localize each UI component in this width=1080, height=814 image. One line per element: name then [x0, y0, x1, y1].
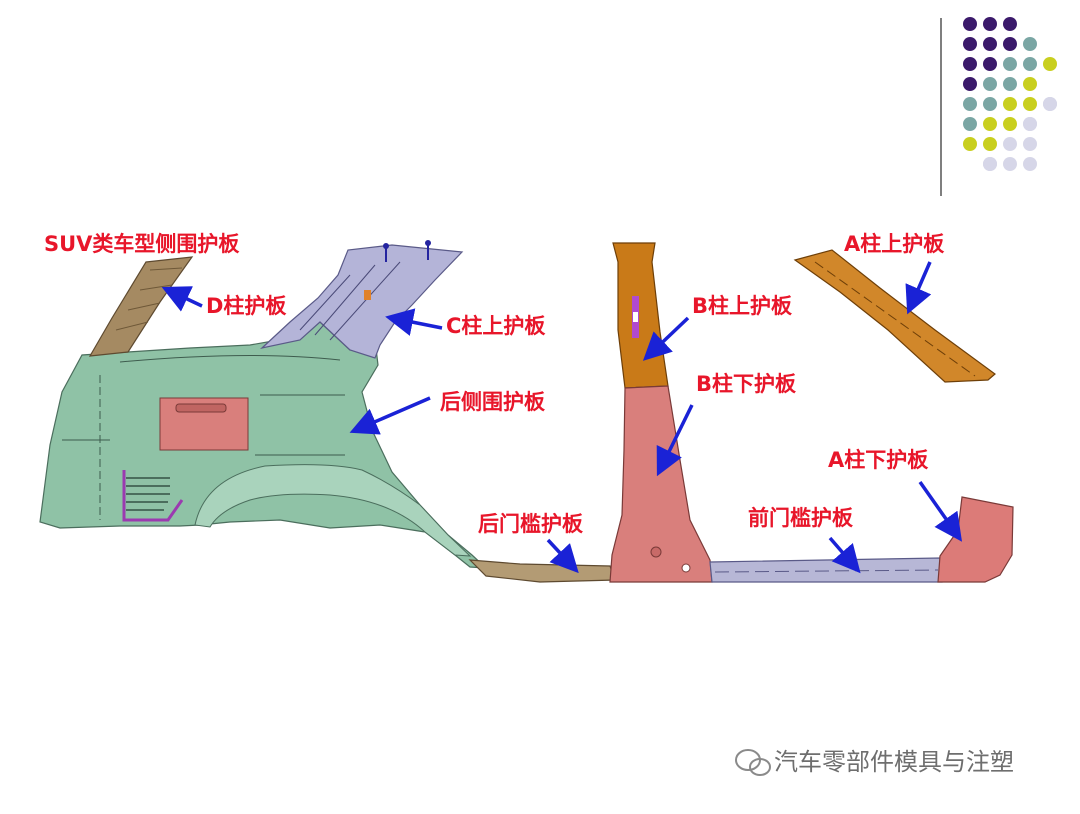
- c-pillar-orange-clip: [364, 290, 371, 300]
- label-front-sill: 前门槛护板: [748, 506, 853, 530]
- storage-handle: [175, 403, 227, 413]
- decorative-dot: [963, 17, 977, 31]
- label-b-pillar-upper: B柱上护板: [692, 294, 793, 318]
- decorative-dot: [983, 77, 997, 91]
- b-pillar-upper-trim-shape: [612, 242, 669, 389]
- arrow-a-pillar-lower: [918, 480, 963, 542]
- c-pillar-clip-1: [383, 243, 389, 249]
- decorative-dot: [983, 17, 997, 31]
- decorative-dot: [1043, 57, 1057, 71]
- arrow-front-sill: [828, 536, 861, 574]
- decorative-dot: [1003, 17, 1017, 31]
- arrow-rear-sill: [546, 538, 579, 574]
- d-pillar-ribs: [115, 267, 183, 331]
- decorative-dot: [963, 77, 977, 91]
- grille-trim-purple: [122, 470, 184, 522]
- arrow-rear-quarter: [349, 396, 431, 435]
- arrow-b-pillar-upper: [642, 316, 690, 361]
- label-b-pillar-lower: B柱下护板: [696, 372, 797, 396]
- decorative-dot: [1023, 117, 1037, 131]
- rear-sill-trim-shape: [468, 559, 616, 583]
- decorative-dot: [983, 37, 997, 51]
- d-pillar-trim-shape: [88, 256, 194, 357]
- decorative-dot: [963, 137, 977, 151]
- a-pillar-upper-detail: [814, 261, 976, 377]
- decorative-dot: [1023, 157, 1037, 171]
- decorative-dot: [963, 37, 977, 51]
- label-d-pillar: D柱护板: [206, 294, 287, 318]
- arrow-d-pillar: [161, 286, 203, 312]
- decorative-dot: [1003, 57, 1017, 71]
- decorative-dot: [983, 97, 997, 111]
- decorative-dot: [983, 157, 997, 171]
- front-sill-detail: [714, 569, 939, 573]
- callout-arrows: [161, 261, 963, 574]
- b-pillar-hole: [681, 563, 691, 573]
- decorative-dot: [1023, 97, 1037, 111]
- decorative-dot: [963, 117, 977, 131]
- b-pillar-hole-2: [650, 546, 662, 558]
- decorative-dot: [1023, 77, 1037, 91]
- decorative-dot: [1003, 77, 1017, 91]
- label-a-pillar-lower: A柱下护板: [828, 448, 929, 472]
- a-pillar-upper-trim-shape: [793, 249, 996, 383]
- arrow-c-pillar: [385, 308, 443, 336]
- decorative-dot: [963, 57, 977, 71]
- decorative-dot: [1003, 97, 1017, 111]
- rear-quarter-trim-shape: [39, 321, 488, 569]
- decorative-dot: [1003, 157, 1017, 171]
- label-rear-quarter: 后侧围护板: [440, 390, 545, 414]
- label-suv-side-panel: SUV类车型侧围护板: [44, 232, 240, 256]
- c-pillar-details: [299, 261, 401, 341]
- label-rear-sill: 后门槛护板: [478, 512, 583, 536]
- wechat-icon: [735, 749, 771, 776]
- b-pillar-white-slot: [633, 312, 638, 322]
- label-c-pillar-upper: C柱上护板: [446, 314, 546, 338]
- speaker-grille: [126, 477, 170, 511]
- arrow-b-pillar-lower: [656, 404, 694, 477]
- decorative-dot: [1023, 37, 1037, 51]
- watermark-text: 汽车零部件模具与注塑: [774, 748, 1014, 776]
- wheel-arch-shape: [194, 464, 472, 557]
- decorative-dot: [983, 57, 997, 71]
- c-pillar-clip-2: [425, 240, 431, 246]
- decorative-dot: [1023, 137, 1037, 151]
- decorative-dot: [963, 97, 977, 111]
- decorative-dot: [983, 117, 997, 131]
- decorative-dot: [1003, 37, 1017, 51]
- arrow-a-pillar-upper: [905, 261, 932, 315]
- a-pillar-lower-trim-shape: [937, 496, 1014, 583]
- rear-quarter-details: [62, 354, 345, 520]
- decorative-dot: [1023, 57, 1037, 71]
- decorative-dot: [1003, 137, 1017, 151]
- decorative-dot-grid: [963, 17, 1057, 171]
- decorative-dot: [1003, 117, 1017, 131]
- c-pillar-upper-trim-shape: [260, 244, 464, 359]
- decorative-dot: [983, 137, 997, 151]
- label-a-pillar-upper: A柱上护板: [844, 232, 945, 256]
- decorative-dot: [1043, 97, 1057, 111]
